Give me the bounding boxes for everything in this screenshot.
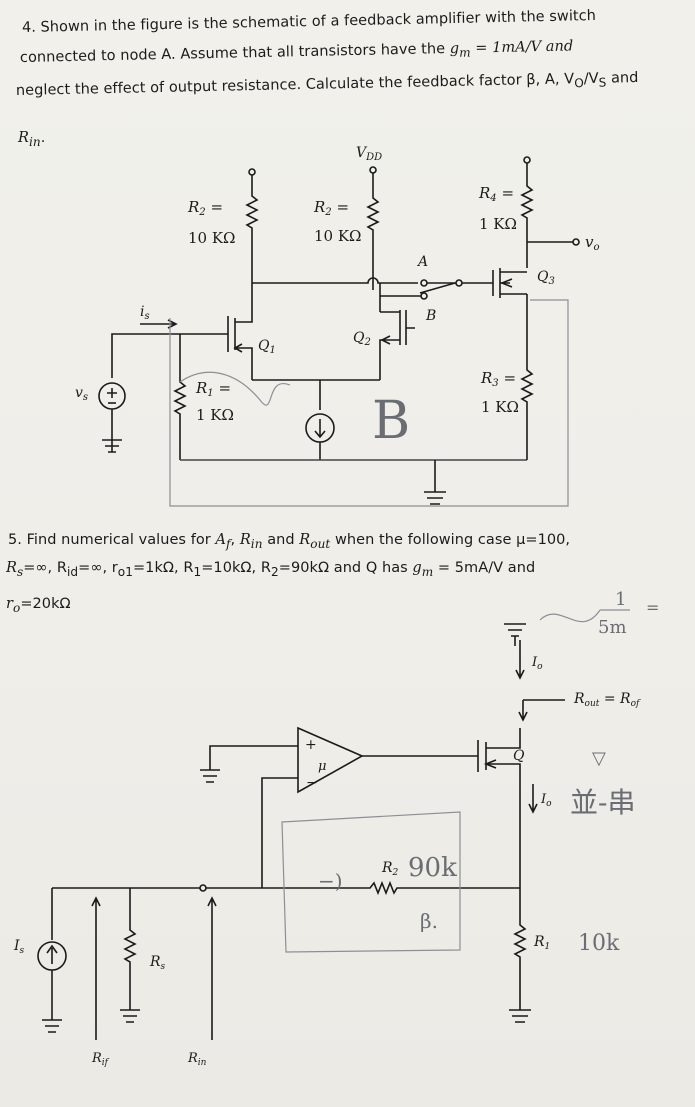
svg-text:90k: 90k bbox=[408, 853, 457, 883]
vo-terminal bbox=[572, 238, 580, 246]
svg-text:Rs: Rs bbox=[149, 954, 166, 972]
svg-text:R2: R2 bbox=[381, 860, 399, 878]
svg-text:B: B bbox=[425, 308, 436, 324]
svg-text:R2 =: R2 = bbox=[187, 198, 223, 218]
svg-text:Q: Q bbox=[513, 748, 525, 764]
pencil-scribble bbox=[179, 371, 291, 406]
top-ground-symbol bbox=[504, 623, 526, 646]
r4-resistor bbox=[520, 163, 534, 268]
svg-text:Q1: Q1 bbox=[258, 338, 276, 356]
pencil-stroke-top bbox=[539, 609, 601, 623]
svg-text:vs: vs bbox=[75, 385, 88, 403]
q-arrow bbox=[483, 759, 497, 769]
vs-ground bbox=[102, 439, 122, 453]
r2-feedback-resistor bbox=[262, 880, 520, 896]
svg-text:−): −) bbox=[318, 869, 343, 893]
r2-mid-resistor bbox=[366, 173, 380, 290]
svg-text:Io: Io bbox=[540, 792, 552, 809]
svg-text:β.: β. bbox=[420, 909, 438, 933]
svg-text:Rin: Rin bbox=[187, 1051, 207, 1068]
svg-text:+: + bbox=[305, 737, 317, 753]
svg-text:R4 =: R4 = bbox=[478, 184, 514, 204]
svg-text:Is: Is bbox=[13, 938, 25, 956]
svg-text:▽: ▽ bbox=[592, 748, 606, 769]
svg-text:μ: μ bbox=[318, 759, 326, 774]
is-arrow-up bbox=[46, 944, 58, 964]
q-transistor bbox=[362, 728, 521, 880]
svg-text:R3 =: R3 = bbox=[480, 369, 516, 389]
r3-resistor bbox=[520, 294, 534, 450]
svg-text:R1 =: R1 = bbox=[195, 379, 231, 399]
svg-text:VDD: VDD bbox=[356, 145, 382, 163]
drain-link-wire bbox=[252, 277, 418, 284]
main-ground bbox=[424, 460, 446, 505]
svg-text:10k: 10k bbox=[578, 931, 620, 956]
current-source-arrow bbox=[314, 419, 326, 439]
svg-text:1 KΩ: 1 KΩ bbox=[196, 406, 234, 424]
problem5-line2: Rs=∞, Rid=∞, ro1=1kΩ, R1=10kΩ, R2=90kΩ a… bbox=[6, 560, 536, 579]
svg-text:=: = bbox=[646, 598, 659, 617]
svg-text:R2 =: R2 = bbox=[313, 198, 349, 218]
svg-text:is: is bbox=[140, 304, 150, 322]
q1-arrow bbox=[233, 343, 243, 353]
vs-plus-sign bbox=[107, 388, 117, 398]
svg-text:A: A bbox=[416, 254, 428, 270]
switch-blade bbox=[419, 282, 456, 294]
pencil-beta-box bbox=[281, 811, 461, 953]
svg-text:Io: Io bbox=[531, 655, 543, 672]
svg-text:5m: 5m bbox=[598, 617, 627, 638]
svg-text:Rout = Rof: Rout = Rof bbox=[573, 691, 641, 709]
svg-text:1 KΩ: 1 KΩ bbox=[481, 398, 519, 416]
svg-text:Q2: Q2 bbox=[353, 330, 371, 348]
svg-text:Rif: Rif bbox=[91, 1051, 110, 1068]
rs-resistor bbox=[123, 888, 137, 1010]
r1-resistor bbox=[173, 334, 187, 460]
svg-text:−: − bbox=[306, 775, 318, 791]
q1-transistor bbox=[180, 300, 253, 380]
op-amp bbox=[297, 726, 364, 794]
plus-input-ground bbox=[200, 769, 220, 783]
opamp-plus-wire bbox=[209, 745, 298, 770]
r1-ground bbox=[509, 1009, 531, 1023]
q2-transistor bbox=[379, 296, 415, 380]
q3-arrow bbox=[499, 278, 513, 288]
is-ground bbox=[42, 1019, 62, 1033]
opamp-minus-wire bbox=[261, 777, 298, 888]
svg-text:並-串: 並-串 bbox=[570, 786, 635, 819]
svg-text:Q3: Q3 bbox=[537, 269, 555, 287]
rs-ground bbox=[120, 1009, 140, 1023]
io-bottom-arrow bbox=[528, 784, 538, 814]
r2-left-resistor bbox=[245, 175, 259, 300]
q2-arrow bbox=[380, 335, 391, 345]
input-wire bbox=[111, 333, 180, 378]
problem5-line3: ro=20kΩ bbox=[6, 596, 71, 615]
pencil-feedback-loop bbox=[169, 299, 569, 507]
input-node-terminal bbox=[199, 884, 207, 892]
svg-text:10 KΩ: 10 KΩ bbox=[188, 229, 236, 247]
r1-resistor-2 bbox=[513, 880, 527, 1010]
svg-text:1: 1 bbox=[615, 589, 626, 610]
svg-text:vo: vo bbox=[585, 233, 600, 253]
rin-arrow bbox=[207, 896, 217, 1040]
svg-text:10 KΩ: 10 KΩ bbox=[314, 227, 362, 245]
svg-text:1 KΩ: 1 KΩ bbox=[479, 215, 517, 233]
rout-arrow bbox=[518, 699, 565, 722]
svg-text:R1: R1 bbox=[533, 934, 550, 952]
problem4-line4: Rin. bbox=[18, 130, 46, 149]
rif-arrow bbox=[91, 896, 101, 1040]
problem5-line1: 5. Find numerical values for Af, Rin and… bbox=[8, 532, 571, 551]
io-top-arrow bbox=[515, 640, 525, 680]
svg-text:B: B bbox=[372, 391, 410, 451]
